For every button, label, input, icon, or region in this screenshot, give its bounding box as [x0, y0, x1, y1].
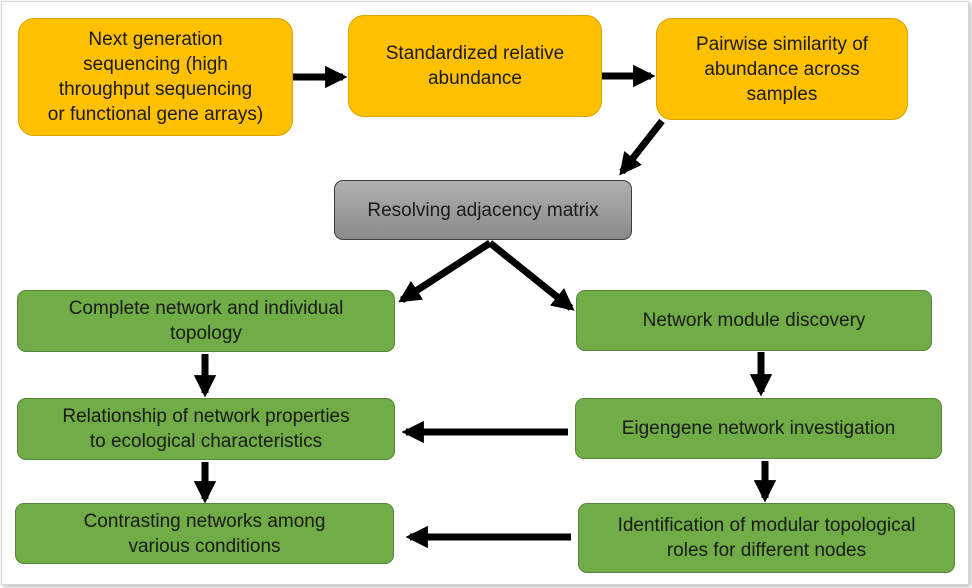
- node-standardized: Standardized relative abundance: [348, 15, 602, 117]
- node-adjacency: Resolving adjacency matrix: [334, 180, 632, 240]
- node-complete-network: Complete network and individual topology: [17, 290, 395, 352]
- node-pairwise: Pairwise similarity of abundance across …: [656, 18, 908, 120]
- node-eigengene: Eigengene network investigation: [575, 398, 942, 459]
- node-ngs: Next generation sequencing (high through…: [18, 18, 293, 136]
- arrow-adjacency-to-module: [487, 240, 575, 311]
- node-relationship: Relationship of network properties to ec…: [17, 398, 395, 460]
- node-module-discovery: Network module discovery: [576, 290, 932, 351]
- arrow-adjacency-to-complete: [398, 240, 492, 303]
- node-contrasting: Contrasting networks among various condi…: [15, 503, 394, 564]
- arrow-pairwise-to-adjacency: [619, 118, 665, 176]
- node-identification: Identification of modular topological ro…: [578, 503, 955, 573]
